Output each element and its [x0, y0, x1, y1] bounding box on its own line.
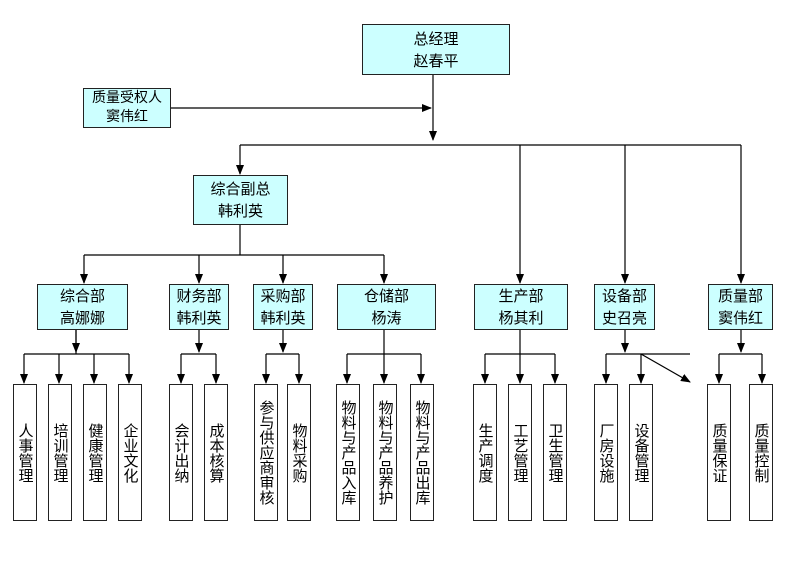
quality-delegate-name: 窦伟红	[106, 109, 148, 125]
unit-box: 成本核算	[204, 384, 228, 521]
unit-box: 健康管理	[83, 384, 107, 521]
unit-box: 工艺管理	[508, 384, 532, 521]
department-box-equipment: 设备部 史召亮	[594, 284, 655, 330]
quality-delegate-title: 质量受权人	[92, 90, 162, 106]
department-box-production: 生产部 杨其利	[474, 284, 568, 330]
department-head: 窦伟红	[717, 309, 763, 327]
department-head: 韩利英	[176, 309, 222, 327]
unit-box: 会计出纳	[169, 384, 193, 521]
department-head: 史召亮	[601, 309, 647, 327]
department-box-finance: 财务部 韩利英	[169, 284, 229, 330]
department-title: 设备部	[601, 287, 647, 305]
unit-box: 设备管理	[629, 384, 653, 521]
department-head: 韩利英	[260, 309, 306, 327]
unit-box: 参与供应商审核	[254, 384, 278, 521]
department-title: 财务部	[176, 287, 222, 305]
unit-box: 培训管理	[48, 384, 72, 521]
department-box-warehouse: 仓储部 杨涛	[337, 284, 436, 330]
department-title: 生产部	[498, 287, 544, 305]
deputy-gm-name: 韩利英	[217, 202, 263, 220]
department-head: 杨其利	[498, 309, 544, 327]
general-manager-name: 赵春平	[413, 51, 459, 70]
unit-box: 物料采购	[287, 384, 311, 521]
department-title: 质量部	[717, 287, 763, 305]
unit-box: 质量保证	[707, 384, 731, 521]
unit-box: 厂房设施	[594, 384, 618, 521]
unit-box: 卫生管理	[543, 384, 567, 521]
general-manager-title: 总经理	[413, 29, 459, 48]
department-title: 采购部	[260, 287, 306, 305]
general-manager-box: 总经理 赵春平	[362, 24, 510, 75]
unit-box: 物料与产品入库	[336, 384, 360, 521]
unit-box: 物料与产品养护	[373, 384, 397, 521]
department-box-general-affairs: 综合部 高娜娜	[37, 284, 128, 330]
unit-box: 质量控制	[749, 384, 773, 521]
unit-box: 生产调度	[473, 384, 497, 521]
department-box-quality: 质量部 窦伟红	[708, 284, 773, 330]
deputy-gm-title: 综合副总	[210, 180, 271, 198]
unit-box: 人事管理	[13, 384, 37, 521]
unit-box: 物料与产品出库	[410, 384, 434, 521]
quality-delegate-box: 质量受权人 窦伟红	[83, 88, 171, 128]
department-box-purchasing: 采购部 韩利英	[253, 284, 313, 330]
unit-box: 企业文化	[118, 384, 142, 521]
deputy-gm-box: 综合副总 韩利英	[193, 175, 288, 225]
department-title: 仓储部	[363, 287, 409, 305]
department-head: 高娜娜	[59, 309, 105, 327]
department-head: 杨涛	[371, 309, 402, 327]
department-title: 综合部	[59, 287, 105, 305]
